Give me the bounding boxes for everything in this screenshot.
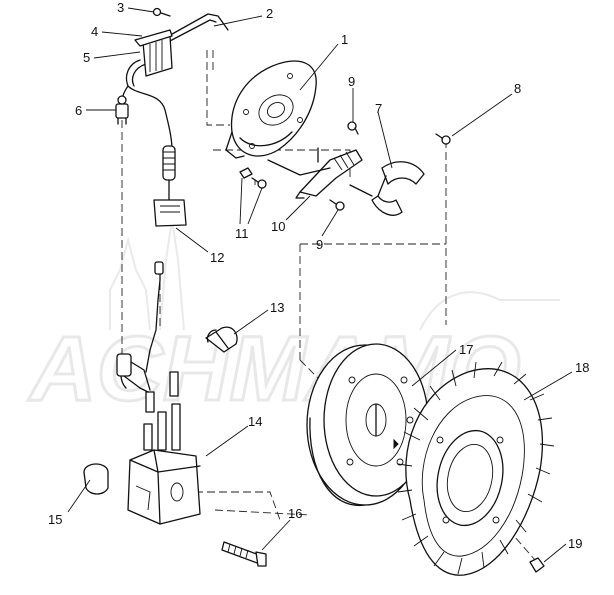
screw-3[interactable] xyxy=(152,7,171,17)
callout-3: 3 xyxy=(117,0,124,15)
callout-15: 15 xyxy=(48,512,62,527)
callout-7: 7 xyxy=(375,101,382,116)
ignition-coil[interactable] xyxy=(127,371,201,525)
connector-6[interactable] xyxy=(115,95,129,125)
callout-2: 2 xyxy=(266,6,273,21)
callout-14: 14 xyxy=(248,414,262,429)
pulser-coil[interactable] xyxy=(349,161,425,216)
stator-plate[interactable] xyxy=(225,60,317,159)
callout-4: 4 xyxy=(91,24,98,39)
leader-lines xyxy=(67,7,573,563)
watermark-skyline xyxy=(109,219,560,331)
coil-wiring[interactable] xyxy=(116,261,164,393)
callouts: 1 2 3 4 5 6 7 8 9 9 10 11 12 13 14 15 16… xyxy=(48,0,589,551)
collar-15[interactable] xyxy=(83,463,109,495)
connector-12[interactable] xyxy=(153,145,187,227)
bolt-16[interactable] xyxy=(221,541,267,567)
flywheel[interactable] xyxy=(306,343,429,506)
callout-12: 12 xyxy=(210,250,224,265)
pickup-coil-assembly[interactable] xyxy=(267,147,363,199)
wire-harness[interactable] xyxy=(121,13,229,151)
callout-8: 8 xyxy=(514,81,521,96)
cooling-fan[interactable] xyxy=(397,361,555,576)
screw-9-lower[interactable] xyxy=(329,199,345,211)
callout-18: 18 xyxy=(575,360,589,375)
spark-plug-cap[interactable] xyxy=(205,326,238,353)
callout-11: 11 xyxy=(235,226,249,241)
callout-13: 13 xyxy=(270,300,284,315)
screws-11[interactable] xyxy=(239,167,267,189)
callout-9-upper: 9 xyxy=(348,74,355,89)
callout-6: 6 xyxy=(75,103,82,118)
callout-10: 10 xyxy=(271,219,285,234)
callout-17: 17 xyxy=(459,342,473,357)
callout-9-lower: 9 xyxy=(316,237,323,252)
callout-19: 19 xyxy=(568,536,582,551)
callout-1: 1 xyxy=(341,32,348,47)
screw-9-upper[interactable] xyxy=(347,121,359,135)
regulator-module[interactable] xyxy=(134,29,173,77)
callout-5: 5 xyxy=(83,50,90,65)
screw-8[interactable] xyxy=(435,133,451,145)
screw-19[interactable] xyxy=(529,557,545,573)
alignment-lines xyxy=(121,50,536,561)
callout-16: 16 xyxy=(288,506,302,521)
